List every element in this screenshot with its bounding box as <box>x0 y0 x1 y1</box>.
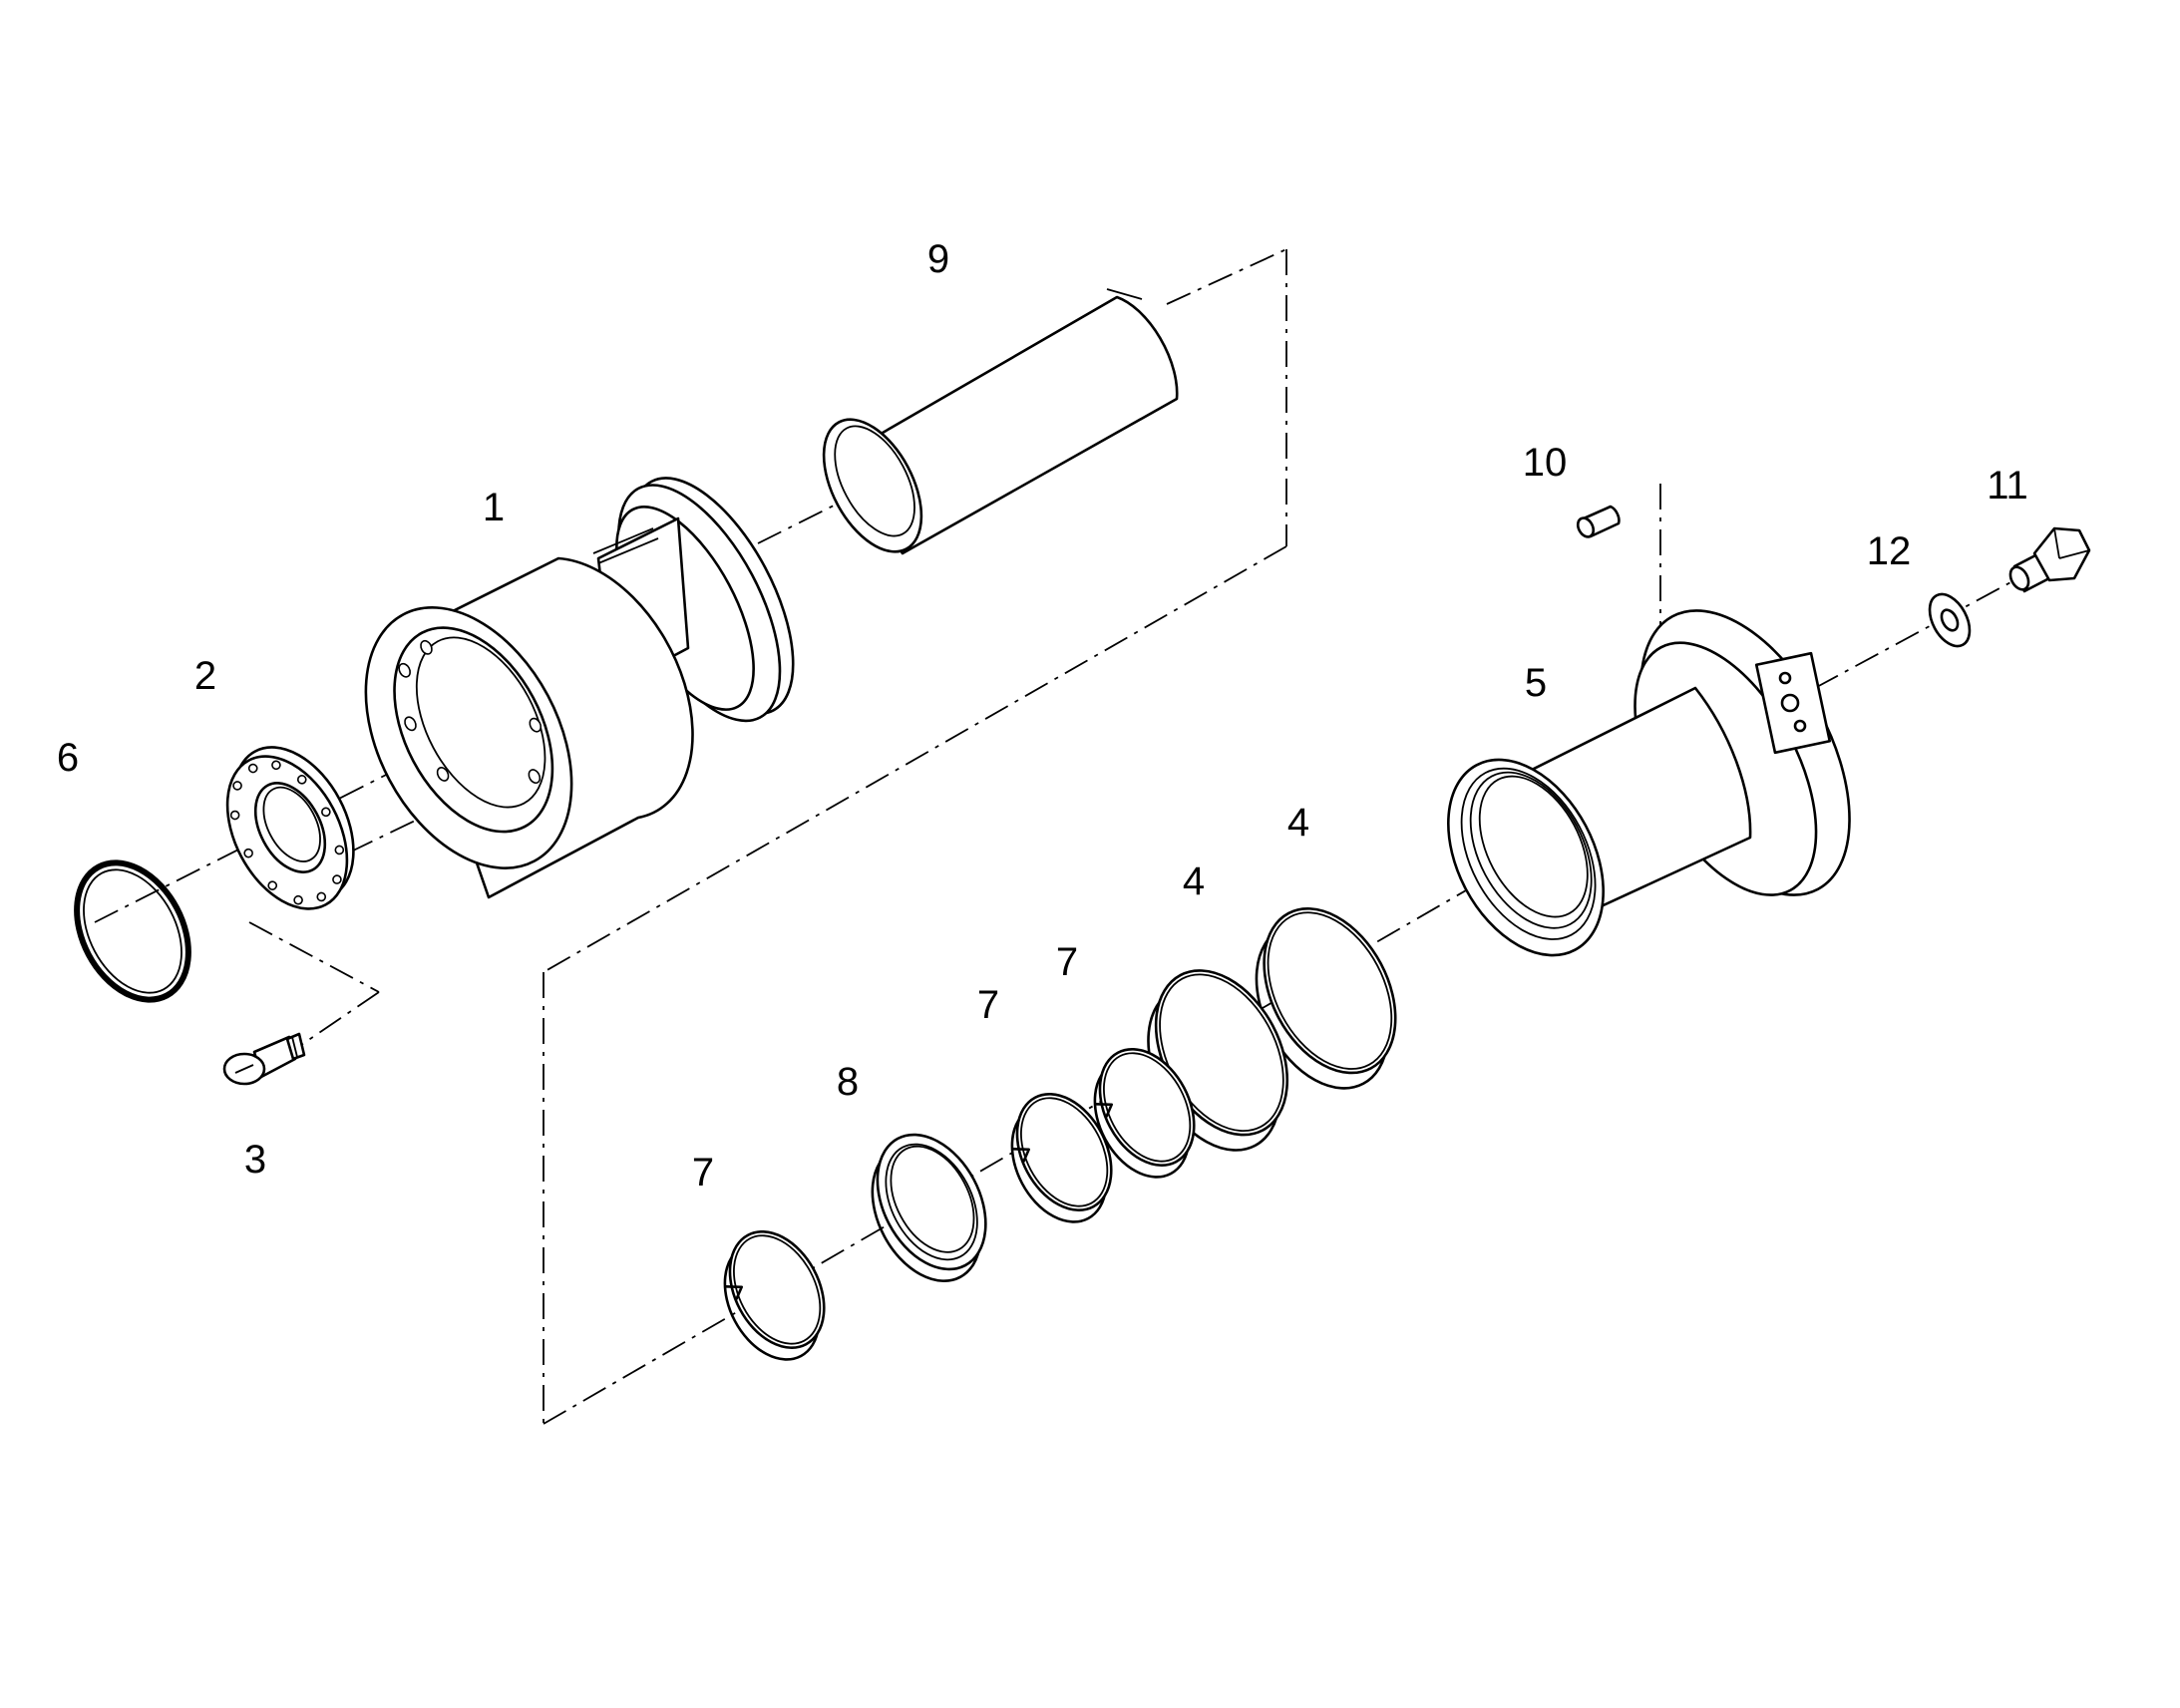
callout-11: 11 <box>1987 464 2028 508</box>
part-1-housing <box>364 477 795 899</box>
part-10-set-screw <box>1576 505 1621 538</box>
callout-7b: 7 <box>1056 940 1078 984</box>
callout-1: 1 <box>483 486 505 529</box>
callout-12: 12 <box>1867 529 1912 573</box>
part-3-screw <box>222 1032 306 1086</box>
callout-3: 3 <box>244 1138 266 1182</box>
callout-7c: 7 <box>692 1151 714 1195</box>
part-7-split-ring-b <box>1010 1092 1113 1223</box>
part-5-bearing-housing <box>1447 609 1851 957</box>
part-7-split-ring-a <box>1093 1047 1196 1179</box>
callout-5: 5 <box>1525 661 1547 705</box>
callout-4b: 4 <box>1287 801 1309 845</box>
part-2-flange <box>225 746 355 910</box>
callout-4a: 4 <box>1183 859 1205 903</box>
callout-8: 8 <box>837 1060 859 1104</box>
callout-labels: 1 2 3 4 4 5 6 7 7 7 8 9 10 11 12 <box>57 237 2028 1195</box>
part-12-washer <box>1928 592 1972 648</box>
part-7-split-ring-c <box>723 1229 826 1361</box>
part-11-hex-bolt <box>2008 526 2091 593</box>
callout-2: 2 <box>194 654 216 698</box>
callout-10: 10 <box>1523 441 1568 485</box>
callout-9: 9 <box>927 237 949 281</box>
part-4-ring-b <box>1147 969 1289 1152</box>
part-6-o-ring <box>74 859 191 1003</box>
callout-6: 6 <box>57 736 79 780</box>
part-9-tube <box>822 288 1179 555</box>
part-8-seal-ring <box>871 1133 987 1282</box>
callout-7a: 7 <box>977 983 999 1027</box>
